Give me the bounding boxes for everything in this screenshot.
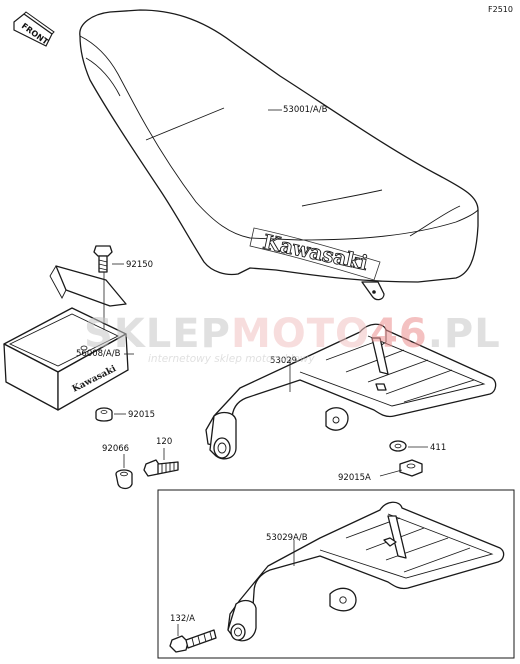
watermark-subtitle: internetowy sklep motocyklowy xyxy=(148,353,315,365)
nut-92015a xyxy=(399,459,423,477)
nut-92015a-label: 92015A xyxy=(338,473,371,483)
grommet-label: 92066 xyxy=(102,444,129,454)
watermark-text-mid: MOTO xyxy=(231,311,370,357)
toolbox-label: 56008/A/B xyxy=(76,349,121,359)
bolt-132a xyxy=(169,629,217,653)
seat-label: 53001/A/B xyxy=(283,105,328,115)
washer-label: 411 xyxy=(430,443,446,453)
seat: Kawasaki xyxy=(79,9,479,301)
nut-92015 xyxy=(95,407,113,422)
watermark-text-right: .PL xyxy=(428,311,501,357)
front-arrow-icon: FRONT xyxy=(13,11,55,47)
rack-53029 xyxy=(205,323,497,460)
bolt-132a-label: 132/A xyxy=(170,614,195,624)
nut-92015a-leader xyxy=(379,469,403,477)
diagram-code: F2510 xyxy=(488,5,513,14)
bolt-92150-label: 92150 xyxy=(126,260,153,270)
rack-label: 53029 xyxy=(270,356,297,366)
watermark-text-left: SKLEP xyxy=(84,311,231,357)
grommet-92066 xyxy=(115,469,133,490)
rack-alt-label: 53029A/B xyxy=(266,533,308,543)
toolbox: Kawasaki xyxy=(3,265,129,411)
rack-53029ab xyxy=(227,501,505,642)
nut-92015-label: 92015 xyxy=(128,410,155,420)
washer-411 xyxy=(389,440,407,452)
svg-text:SKLEPMOTO46.PL: SKLEPMOTO46.PL xyxy=(84,311,501,357)
watermark-text-num: 46 xyxy=(370,311,428,357)
watermark: SKLEPMOTO46.PL internetowy sklep motocyk… xyxy=(84,311,501,365)
alt-rack-frame xyxy=(157,489,515,659)
bolt-120 xyxy=(143,459,179,477)
bolt-120-label: 120 xyxy=(156,437,172,447)
bolt-92150 xyxy=(93,245,113,273)
